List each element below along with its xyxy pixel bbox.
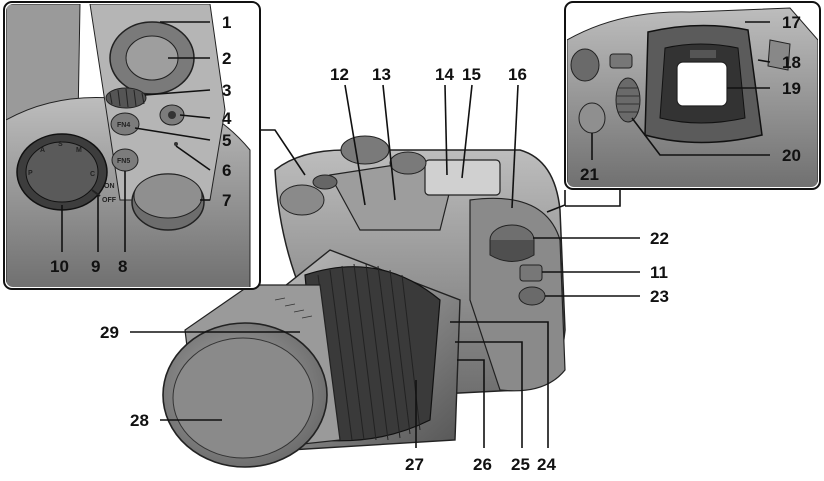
callout-14: 14 xyxy=(435,65,454,84)
lens-barrel xyxy=(162,249,461,468)
mode-m-label: M xyxy=(76,147,82,154)
callout-7: 7 xyxy=(222,191,231,210)
mode-c-label: C xyxy=(90,171,95,178)
callout-3: 3 xyxy=(222,81,231,100)
callout-numbers: 1 2 3 4 5 6 7 8 9 10 11 12 13 14 15 16 1… xyxy=(50,13,801,474)
callout-6: 6 xyxy=(222,161,231,180)
on-label: ON xyxy=(104,183,115,190)
mode-a-label: A xyxy=(40,147,45,154)
zoom-lever[interactable] xyxy=(312,174,338,190)
callout-24: 24 xyxy=(537,455,556,474)
viewfinder-window xyxy=(676,61,728,107)
strap-eyelet-rear xyxy=(609,53,633,69)
callout-23: 23 xyxy=(650,287,669,306)
grip-button[interactable] xyxy=(518,286,546,306)
fn5-label: FN5 xyxy=(117,158,130,165)
diopter-dial[interactable] xyxy=(615,77,641,123)
inset-top-detail: FN4 FN5 P A S M C ON OFF xyxy=(3,1,261,290)
callout-1: 1 xyxy=(222,13,231,32)
callout-19: 19 xyxy=(782,79,801,98)
callout-11: 11 xyxy=(650,263,668,282)
callout-25: 25 xyxy=(511,455,530,474)
lvf-button[interactable] xyxy=(578,102,606,134)
inset-right-connector-2 xyxy=(565,190,621,207)
callout-8: 8 xyxy=(118,257,127,276)
callout-2: 2 xyxy=(222,49,231,68)
callout-15: 15 xyxy=(462,65,481,84)
strap-eyelet xyxy=(519,264,543,282)
strap-eyelet-right xyxy=(767,39,791,71)
callout-10: 10 xyxy=(50,257,69,276)
callout-21: 21 xyxy=(580,165,599,184)
inset-fn4-button[interactable] xyxy=(110,112,140,136)
callout-26: 26 xyxy=(473,455,492,474)
fn4-label: FN4 xyxy=(117,122,130,129)
callout-4: 4 xyxy=(222,109,232,128)
callout-29: 29 xyxy=(100,323,119,342)
callout-9: 9 xyxy=(91,257,100,276)
callout-16: 16 xyxy=(508,65,527,84)
top-dial-2[interactable] xyxy=(389,151,427,175)
top-dial[interactable] xyxy=(340,135,390,165)
callout-13: 13 xyxy=(372,65,391,84)
inset-viewfinder-detail xyxy=(564,1,821,190)
inset-indicator-lamp xyxy=(174,142,178,146)
callout-17: 17 xyxy=(782,13,801,32)
mode-p-label: P xyxy=(28,170,33,177)
callout-22: 22 xyxy=(650,229,669,248)
callout-27: 27 xyxy=(405,455,424,474)
callout-20: 20 xyxy=(782,146,801,165)
callout-12: 12 xyxy=(330,65,349,84)
off-label: OFF xyxy=(102,197,117,204)
shutter-button[interactable] xyxy=(279,184,325,216)
callout-28: 28 xyxy=(130,411,149,430)
leader-lines xyxy=(61,21,771,448)
mode-s-label: S xyxy=(58,141,63,148)
callout-18: 18 xyxy=(782,53,801,72)
inset-left-connector xyxy=(260,129,306,176)
inset-right-connector xyxy=(546,190,566,213)
callout-5: 5 xyxy=(222,131,231,150)
